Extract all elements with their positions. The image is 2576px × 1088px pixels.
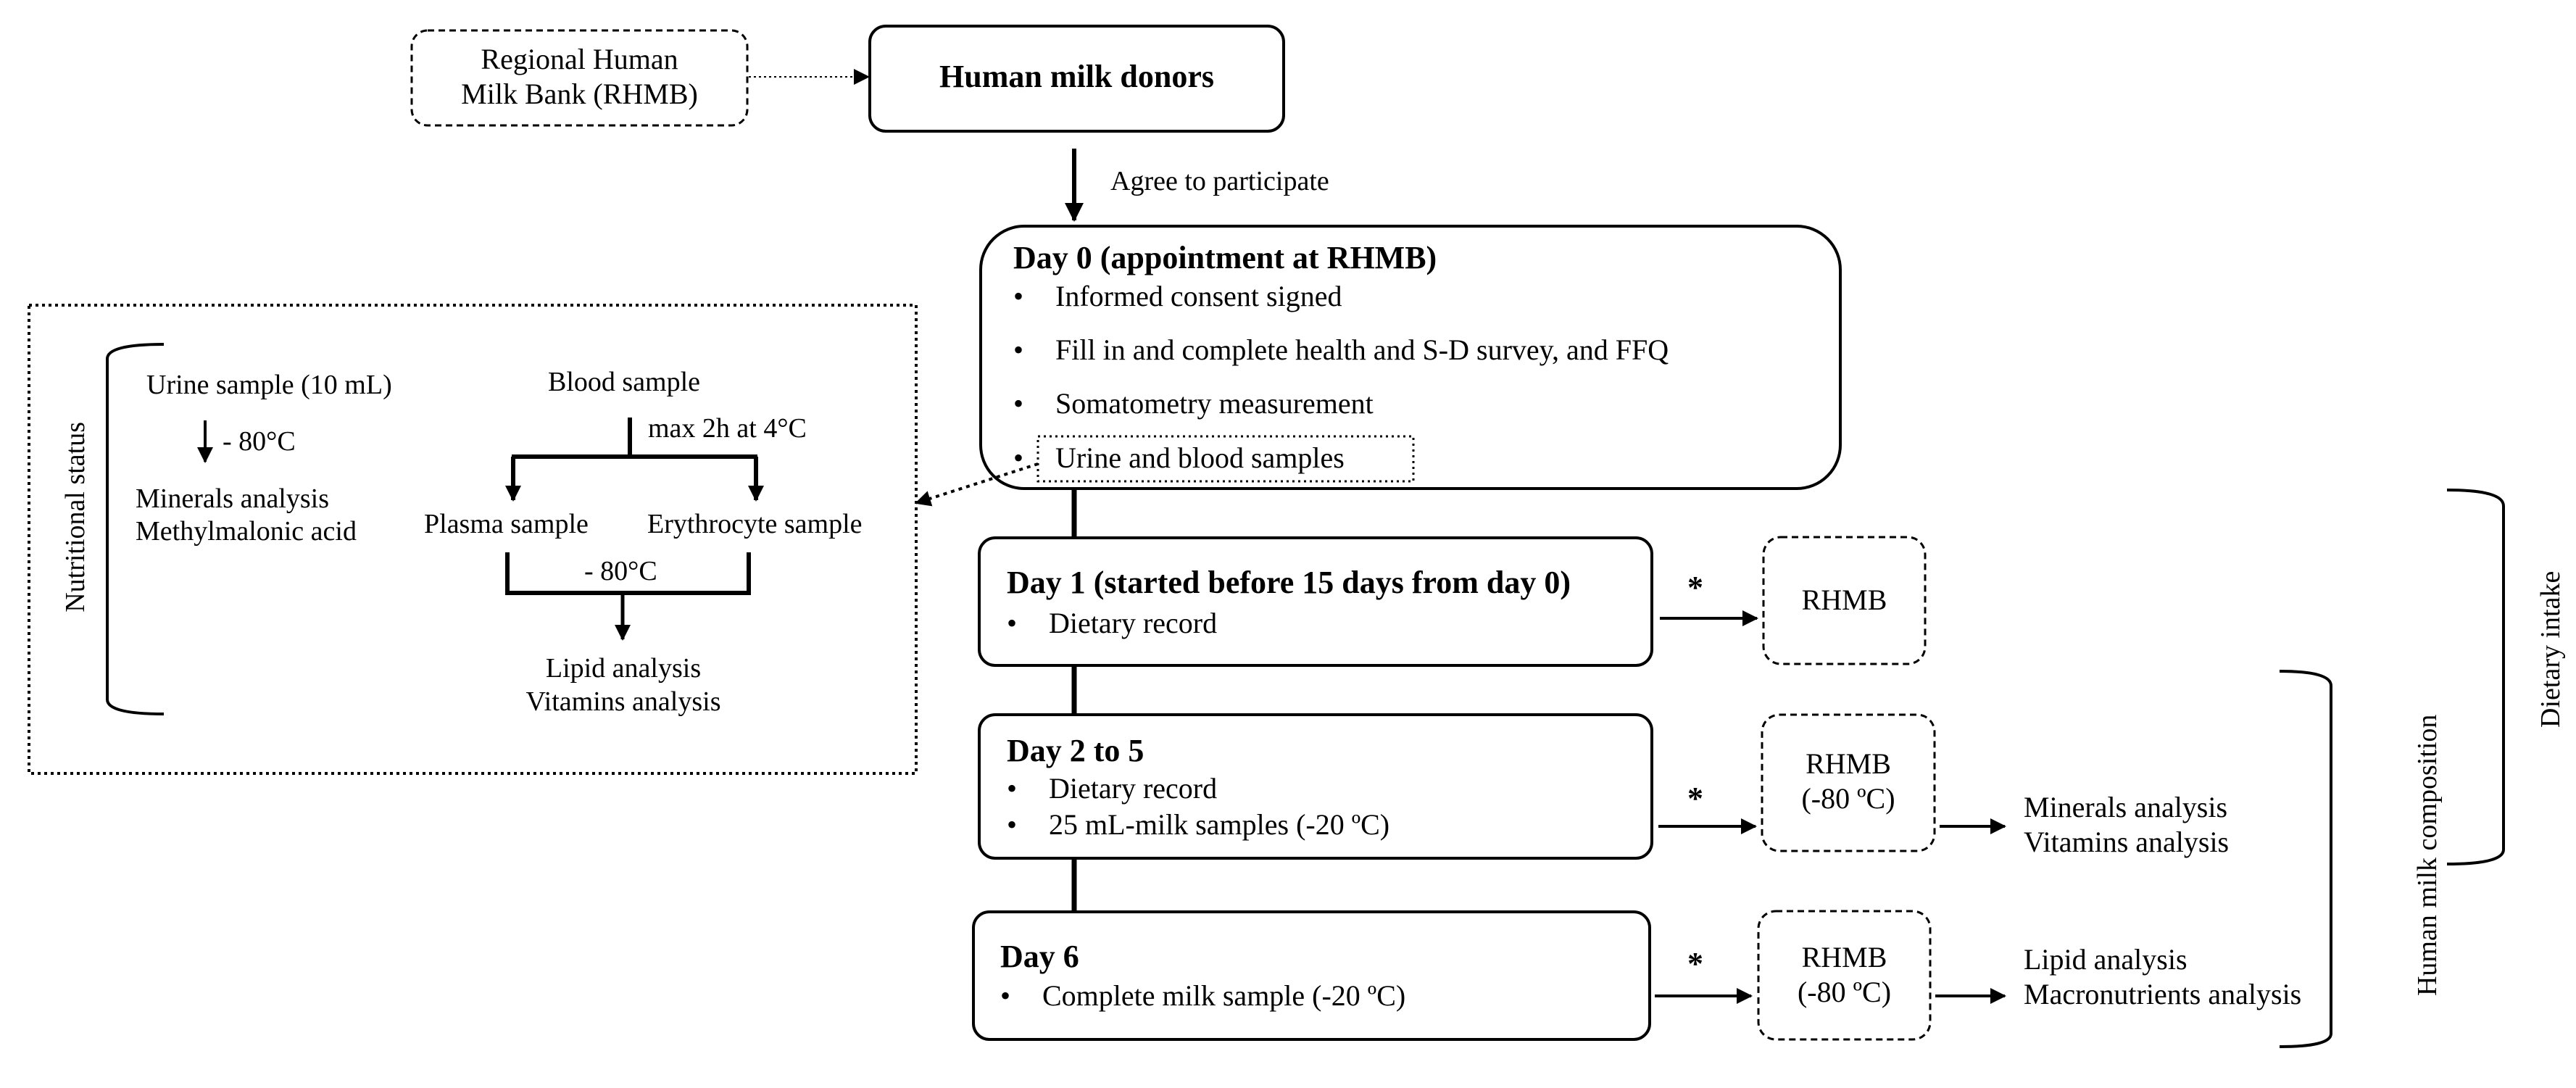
day0-item-text: Fill in and complete health and S-D surv… <box>1055 333 1669 366</box>
day0-item-text: Somatometry measurement <box>1055 387 1374 420</box>
day6-rhmb-label: RHMB (-80 ºC) <box>1758 940 1930 1010</box>
day2-5-analysis: Minerals analysis Vitamins analysis <box>2024 790 2229 860</box>
day2-5-analysis-2: Vitamins analysis <box>2024 826 2230 858</box>
rhmb-source-box <box>410 29 749 127</box>
blood-analysis-1: Lipid analysis <box>545 653 702 684</box>
day6-item: • Complete milk sample (-20 ºC) <box>1000 979 1405 1013</box>
day6-analysis-1: Lipid analysis <box>2024 943 2187 976</box>
donors-title: Human milk donors <box>939 59 1214 94</box>
day6-rhmb-box <box>1757 910 1932 1041</box>
urine-blood-highlight <box>1036 435 1415 483</box>
day6-box <box>972 910 1651 1041</box>
milk-composition-bracket <box>2279 670 2332 1048</box>
agree-label: Agree to participate <box>1110 166 1329 196</box>
day2-5-rhmb-box <box>1761 713 1936 852</box>
day0-item: • Urine and blood samples <box>1013 441 1345 476</box>
blood-analysis-2: Vitamins analysis <box>525 686 721 717</box>
day1-title: Day 1 (started before 15 days from day 0… <box>1007 565 1571 600</box>
day0-item: • Informed consent signed <box>1013 279 1342 314</box>
blood-temp: - 80°C <box>584 556 657 586</box>
day1-rhmb-label: RHMB <box>1801 584 1887 616</box>
blood-storage: max 2h at 4°C <box>648 413 807 444</box>
day0-item-text: Informed consent signed <box>1055 280 1342 312</box>
urine-temp: - 80°C <box>223 426 296 457</box>
blood-title: Blood sample <box>548 367 701 397</box>
day6-analysis-2: Macronutrients analysis <box>2024 978 2302 1010</box>
urine-analysis-1: Minerals analysis <box>136 483 330 514</box>
milk-composition-label: Human milk composition <box>2412 714 2443 997</box>
rhmb-source-line2: Milk Bank (RHMB) <box>461 78 698 110</box>
donors-box <box>868 25 1285 133</box>
bullet-icon: • <box>1007 808 1018 841</box>
day2-5-title: Day 2 to 5 <box>1007 733 1144 768</box>
day2-5-rhmb-label: RHMB (-80 ºC) <box>1762 747 1935 816</box>
day1-box <box>978 536 1653 667</box>
bullet-icon: • <box>1013 441 1024 474</box>
nutritional-status-label: Nutritional status <box>60 421 91 612</box>
day1-item: • Dietary record <box>1007 606 1217 641</box>
day1-rhmb-box <box>1762 536 1927 665</box>
bullet-icon: • <box>1013 333 1024 366</box>
day6-asterisk: * <box>1687 946 1703 981</box>
day6-title: Day 6 <box>1000 939 1079 974</box>
bullet-icon: • <box>1000 979 1011 1012</box>
plasma-label: Plasma sample <box>424 509 589 539</box>
day2-5-rhmb-line2: (-80 ºC) <box>1801 782 1895 815</box>
nutritional-status-panel <box>28 304 918 775</box>
rhmb-source-line1: Regional Human <box>481 43 678 75</box>
day0-item-text: Urine and blood samples <box>1055 441 1345 474</box>
day2-5-analysis-1: Minerals analysis <box>2024 791 2228 823</box>
day2-5-item-text: Dietary record <box>1049 772 1218 805</box>
day0-item: • Fill in and complete health and S-D sur… <box>1013 333 1669 367</box>
day2-5-item-text: 25 mL-milk samples (-20 ºC) <box>1049 808 1390 841</box>
day2-5-rhmb-line1: RHMB <box>1806 747 1891 780</box>
day1-asterisk: * <box>1687 570 1703 605</box>
erythrocyte-label: Erythrocyte sample <box>647 509 863 539</box>
day0-box <box>979 225 1842 490</box>
blood-merge-bracket <box>505 552 751 595</box>
urine-title: Urine sample (10 mL) <box>146 370 392 400</box>
dietary-intake-label: Dietary intake <box>2535 570 2567 728</box>
day2-5-item: • 25 mL-milk samples (-20 ºC) <box>1007 807 1389 842</box>
day6-rhmb-line2: (-80 ºC) <box>1797 976 1892 1008</box>
day6-rhmb-line1: RHMB <box>1801 941 1887 973</box>
day2-5-item: • Dietary record <box>1007 771 1217 806</box>
rhmb-source-label: Regional Human Milk Bank (RHMB) <box>412 42 747 112</box>
bullet-icon: • <box>1013 280 1024 312</box>
urine-analysis-2: Methylmalonic acid <box>136 516 357 547</box>
day0-item: • Somatometry measurement <box>1013 386 1374 421</box>
bullet-icon: • <box>1007 607 1018 639</box>
bullet-icon: • <box>1013 387 1024 420</box>
day1-item-text: Dietary record <box>1049 607 1218 639</box>
day2-5-box <box>978 713 1653 860</box>
day0-title: Day 0 (appointment at RHMB) <box>1013 240 1437 275</box>
samples-to-panel-arrow <box>915 462 1039 507</box>
day2-5-asterisk: * <box>1687 781 1703 816</box>
blood-analysis: Lipid analysis Vitamins analysis <box>478 652 768 718</box>
dietary-intake-bracket <box>2446 489 2505 865</box>
nutritional-status-bracket <box>106 343 165 715</box>
day6-analysis: Lipid analysis Macronutrients analysis <box>2024 942 2301 1012</box>
day6-item-text: Complete milk sample (-20 ºC) <box>1042 979 1406 1012</box>
bullet-icon: • <box>1007 772 1018 805</box>
